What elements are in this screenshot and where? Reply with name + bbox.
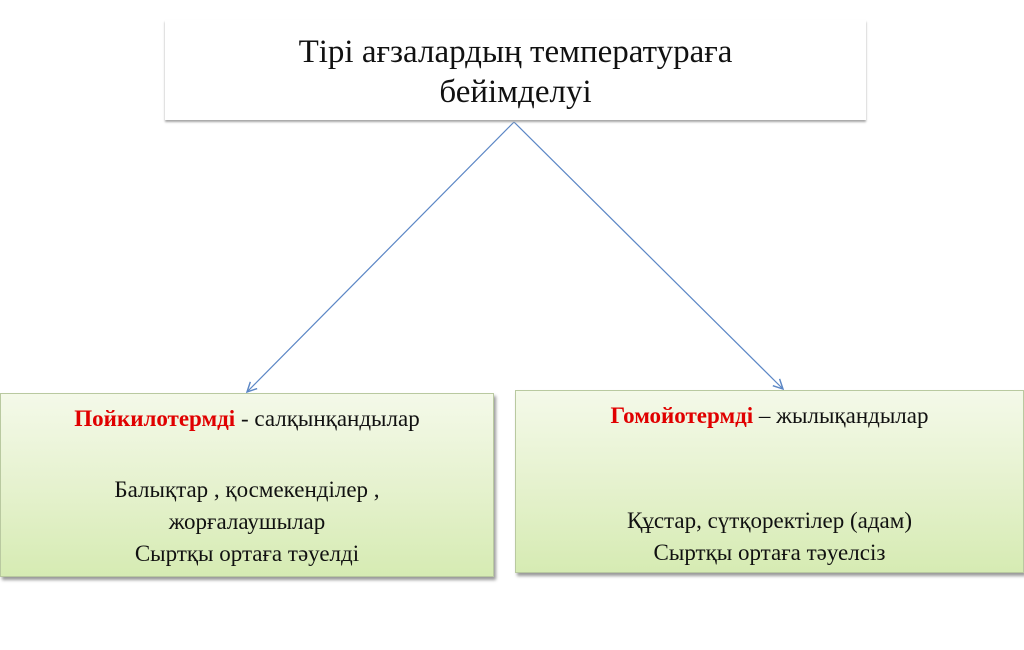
poikilotherm-desc: - салқынқандылар <box>235 406 420 431</box>
poikilotherm-box: Пойкилотермді - салқынқандылар Балықтар … <box>0 393 494 577</box>
homeotherm-term: Гомойотермді <box>610 403 754 428</box>
poikilotherm-term: Пойкилотермді <box>74 406 236 431</box>
homeotherm-examples: Құстар, сүтқоректілер (адам) <box>627 508 912 533</box>
homeotherm-box: Гомойотермді – жылықандылар Құстар, сүтқ… <box>515 390 1024 573</box>
arrow-to-right <box>513 121 783 389</box>
poikilotherm-examples-1: Балықтар , қосмекенділер , <box>114 477 380 502</box>
title-line-2: бейімделуі <box>439 74 592 110</box>
homeotherm-heading: Гомойотермді – жылықандылар <box>516 401 1023 431</box>
homeotherm-dependency: Сыртқы ортаға тәуелсіз <box>653 540 886 565</box>
poikilotherm-examples-2: жорғалаушылар <box>168 509 326 534</box>
poikilotherm-dependency: Сыртқы ортаға тәуелді <box>134 541 360 566</box>
title-box: Тірі ағзалардың температураға бейімделуі <box>165 20 866 120</box>
homeotherm-desc: – жылықандылар <box>753 403 929 428</box>
poikilotherm-heading: Пойкилотермді - салқынқандылар <box>1 404 493 434</box>
arrow-to-left <box>247 121 515 392</box>
title-line-1: Тірі ағзалардың температураға <box>298 34 733 70</box>
